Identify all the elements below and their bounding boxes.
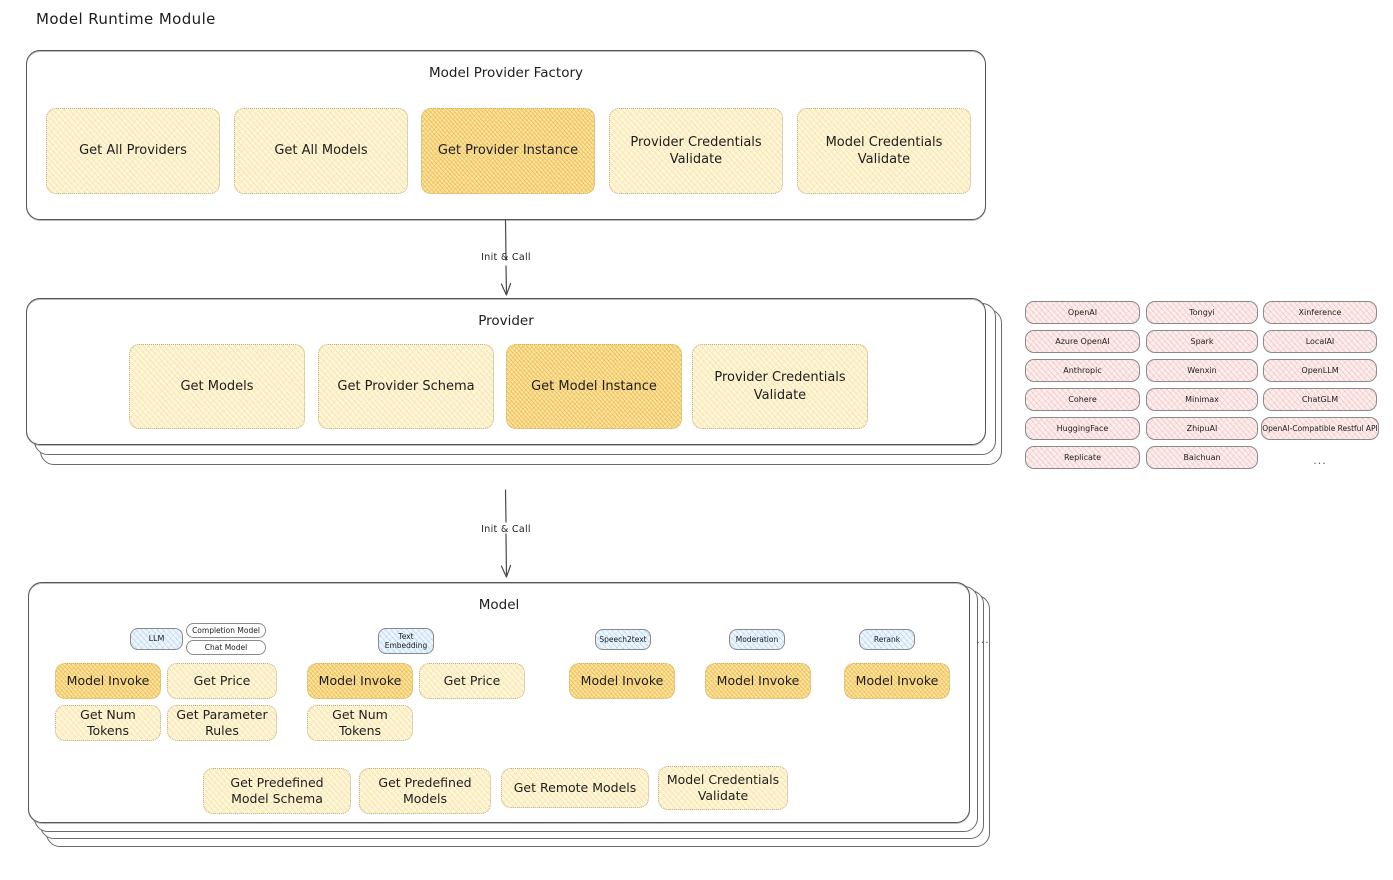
- page-title: Model Runtime Module: [36, 10, 216, 28]
- model-subtype-chip-chat-model[interactable]: Chat Model: [186, 640, 266, 655]
- provider-chip-replicate[interactable]: Replicate: [1025, 446, 1140, 469]
- model-text-embedding-method-get-price[interactable]: Get Price: [419, 663, 525, 699]
- provider-chip-xinference[interactable]: Xinference: [1263, 301, 1377, 324]
- provider-chip-anthropic[interactable]: Anthropic: [1025, 359, 1140, 382]
- model-common-method-model-credentials-validate[interactable]: Model Credentials Validate: [658, 766, 788, 810]
- provider-chip-huggingface[interactable]: HuggingFace: [1025, 417, 1140, 440]
- model-type-chip-llm[interactable]: LLM: [130, 628, 183, 650]
- provider-chip-wenxin[interactable]: Wenxin: [1146, 359, 1258, 382]
- factory-method-get-provider-instance[interactable]: Get Provider Instance: [421, 108, 595, 194]
- model-provider-factory-card: Model Provider Factory Get All Providers…: [26, 50, 986, 221]
- provider-method-get-provider-schema[interactable]: Get Provider Schema: [318, 344, 494, 429]
- model-common-method-get-predefined-model-schema[interactable]: Get Predefined Model Schema: [203, 768, 351, 814]
- factory-method-get-all-models[interactable]: Get All Models: [234, 108, 408, 194]
- provider-method-provider-credentials-validate[interactable]: Provider Credentials Validate: [692, 344, 868, 429]
- provider-chip-openllm[interactable]: OpenLLM: [1263, 359, 1377, 382]
- model-speech2text-method-model-invoke[interactable]: Model Invoke: [569, 663, 675, 699]
- provider-list-more-ellipsis: ...: [1313, 453, 1327, 467]
- model-llm-method-model-invoke[interactable]: Model Invoke: [55, 663, 161, 699]
- model-title: Model: [478, 597, 520, 613]
- model-llm-method-get-price[interactable]: Get Price: [167, 663, 277, 699]
- factory-method-model-credentials-validate[interactable]: Model Credentials Validate: [797, 108, 971, 194]
- provider-method-get-models[interactable]: Get Models: [129, 344, 305, 429]
- arrow-factory-to-provider: [500, 219, 512, 296]
- model-common-method-get-remote-models[interactable]: Get Remote Models: [501, 768, 649, 808]
- provider-chip-cohere[interactable]: Cohere: [1025, 388, 1140, 411]
- model-llm-method-get-parameter-rules[interactable]: Get Parameter Rules: [167, 705, 277, 741]
- model-type-chip-text-embedding[interactable]: Text Embedding: [378, 628, 434, 654]
- model-subtype-chip-completion-model[interactable]: Completion Model: [186, 623, 266, 638]
- provider-chip-tongyi[interactable]: Tongyi: [1146, 301, 1258, 324]
- model-card: Model LLM Completion Model Chat Model Mo…: [28, 582, 989, 824]
- model-moderation-method-model-invoke[interactable]: Model Invoke: [705, 663, 811, 699]
- model-provider-factory-title: Model Provider Factory: [428, 65, 583, 81]
- provider-chip-baichuan[interactable]: Baichuan: [1146, 446, 1258, 469]
- provider-card: Provider Get Models Get Provider Schema …: [26, 298, 986, 446]
- arrow-label-init-and-call-1: Init & Call: [481, 252, 531, 263]
- provider-chip-openai[interactable]: OpenAI: [1025, 301, 1140, 324]
- provider-chip-zhipuai[interactable]: ZhipuAI: [1146, 417, 1258, 440]
- model-type-chip-moderation[interactable]: Moderation: [729, 629, 785, 650]
- provider-title: Provider: [478, 313, 534, 329]
- provider-chip-openai-compatible-restful-api[interactable]: OpenAI-Compatible Restful API: [1261, 417, 1379, 440]
- provider-chip-localai[interactable]: LocalAI: [1263, 330, 1377, 353]
- model-text-embedding-method-get-num-tokens[interactable]: Get Num Tokens: [307, 705, 413, 741]
- provider-chip-azure-openai[interactable]: Azure OpenAI: [1025, 330, 1140, 353]
- model-types-more-ellipsis: ...: [976, 632, 990, 646]
- model-type-chip-rerank[interactable]: Rerank: [859, 629, 915, 650]
- arrow-provider-to-model: [500, 489, 512, 578]
- provider-chip-spark[interactable]: Spark: [1146, 330, 1258, 353]
- model-type-chip-speech2text[interactable]: Speech2text: [595, 629, 651, 650]
- model-llm-method-get-num-tokens[interactable]: Get Num Tokens: [55, 705, 161, 741]
- model-text-embedding-method-model-invoke[interactable]: Model Invoke: [307, 663, 413, 699]
- model-rerank-method-model-invoke[interactable]: Model Invoke: [844, 663, 950, 699]
- model-common-method-get-predefined-models[interactable]: Get Predefined Models: [359, 768, 491, 814]
- arrow-label-init-and-call-2: Init & Call: [481, 524, 531, 535]
- factory-method-get-all-providers[interactable]: Get All Providers: [46, 108, 220, 194]
- provider-chip-chatglm[interactable]: ChatGLM: [1263, 388, 1377, 411]
- provider-method-get-model-instance[interactable]: Get Model Instance: [506, 344, 682, 429]
- factory-method-provider-credentials-validate[interactable]: Provider Credentials Validate: [609, 108, 783, 194]
- provider-chip-minimax[interactable]: Minimax: [1146, 388, 1258, 411]
